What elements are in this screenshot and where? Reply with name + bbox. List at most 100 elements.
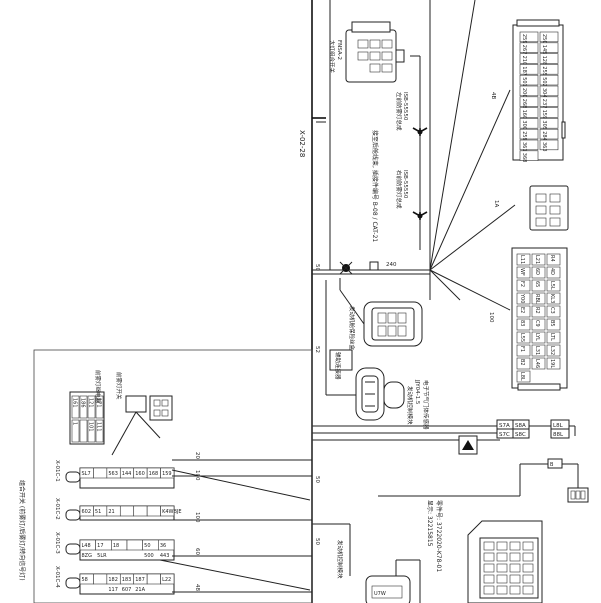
pin-label: 237 [541, 99, 547, 109]
connector-pin [531, 292, 546, 305]
connector-pin [95, 395, 104, 419]
pin-label: 563 [108, 471, 118, 477]
sensor-note: 发动机控制模块 [406, 386, 414, 425]
connector-pin [539, 31, 559, 43]
wire-number: 60 [194, 548, 200, 555]
bottom-box-label: U7W [374, 591, 386, 597]
plug-lower-caption: 右前防雾灯总成 [395, 170, 403, 209]
connector-pin [539, 107, 559, 118]
pin-label: 363 [541, 142, 547, 152]
pin-label: 443 [160, 553, 170, 559]
connector-pin [522, 585, 534, 595]
pin-label: 183 [122, 577, 132, 583]
pin-label: 5LR [97, 553, 107, 559]
pin-label: 51 [95, 509, 101, 515]
connector-pin [483, 552, 495, 562]
connector-pin [516, 318, 531, 331]
connector-pin [87, 419, 96, 443]
pin-label: L22 [162, 577, 171, 583]
upper-connector-caption: 大灯组合开关 [328, 40, 336, 74]
connector-pin [519, 128, 539, 140]
sensor-code: JJY04-1.5 [414, 379, 420, 405]
connector-pin [509, 585, 521, 595]
connector-pin [546, 331, 561, 344]
relay-note: 前雾灯继电器 [94, 370, 102, 404]
harness-note: 接至后舱线束, 插接件编号 B-08 / CAT-21 [371, 130, 379, 242]
pin-label: R4 [549, 255, 555, 262]
pin-label: 161 [72, 398, 78, 408]
pin-label: L48 [82, 543, 91, 549]
connector-pin [519, 107, 539, 118]
connector-pin [519, 53, 539, 64]
connector-pin [519, 85, 539, 97]
pin-label: SL7 [82, 471, 91, 477]
pin-label: KL3 [549, 294, 555, 303]
connector-pin [516, 253, 531, 266]
pin-label: B5 [549, 320, 555, 327]
left-connector-code: X-01C-3 [54, 532, 60, 554]
connector-pin [516, 357, 531, 370]
connector-pin [531, 266, 546, 279]
connector-pin [79, 395, 88, 419]
mid-right-connector [529, 185, 569, 231]
warn-code: B [550, 462, 554, 468]
wire-number: 52 [314, 346, 320, 353]
pin-label: 300 [521, 120, 527, 130]
pin-label: 168 [149, 471, 159, 477]
upper-plug [412, 127, 428, 136]
connector-pin [496, 552, 508, 562]
pin-label: 200 [521, 88, 527, 98]
connector-pin [546, 292, 561, 305]
connector-pin [519, 42, 539, 53]
pin-label: 21A [135, 587, 145, 593]
pin-label: 304 [541, 88, 547, 98]
connector-pin [516, 266, 531, 279]
pin-label: C3 [549, 307, 555, 314]
pin-label: 368 [521, 153, 527, 163]
center-module [363, 301, 423, 347]
pin-label: B2 [519, 359, 525, 366]
pin-label: RBL [534, 294, 540, 304]
pin-label: L55 [519, 333, 525, 342]
pin-label: 259 [521, 131, 527, 141]
pin-label: 171 [96, 398, 102, 408]
wire-number: 50 [314, 538, 320, 545]
pin-label: E2 [519, 307, 525, 313]
pin-label: 160 [521, 110, 527, 120]
pin-label: 268 [521, 99, 527, 109]
pin-label: 210 [521, 56, 527, 66]
strip-label: 88L [553, 432, 564, 438]
small-right-connector [567, 487, 589, 503]
connector-pin [531, 279, 546, 292]
pin-label: LTL [549, 333, 555, 341]
strip-label: S8C [515, 432, 526, 438]
connector-pin [519, 139, 539, 151]
pin-label: 58 [82, 577, 88, 583]
left-connector-code: X-01C-1 [54, 460, 60, 482]
pin-label: 121 [88, 398, 94, 408]
strip-label: L8L [553, 423, 564, 429]
warning-triangle-icon [458, 435, 478, 455]
connector-pin [546, 344, 561, 357]
connector-pin [531, 253, 546, 266]
pin-label: 36 [160, 543, 166, 549]
pin-label: LYL [534, 333, 540, 341]
relay-note: 前雾灯开关 [115, 372, 123, 400]
connector-pin [539, 96, 559, 107]
lower-caption: 发动机控制模块 [336, 540, 344, 579]
wire-number: 1A [493, 200, 499, 207]
pin-label: 187 [521, 66, 527, 76]
pin-label: L5L [549, 281, 555, 290]
pin-label: 182 [108, 577, 118, 583]
pin-label: 160 [135, 471, 145, 477]
wire-number: 48 [194, 584, 200, 591]
pin-label: 602 [82, 509, 92, 515]
center-module-caption: 发动机舱保险丝盒 [348, 306, 356, 351]
pin-label: 128 [541, 56, 547, 66]
pin-label: 65 [534, 281, 540, 287]
pin-label: 144 [122, 471, 132, 477]
